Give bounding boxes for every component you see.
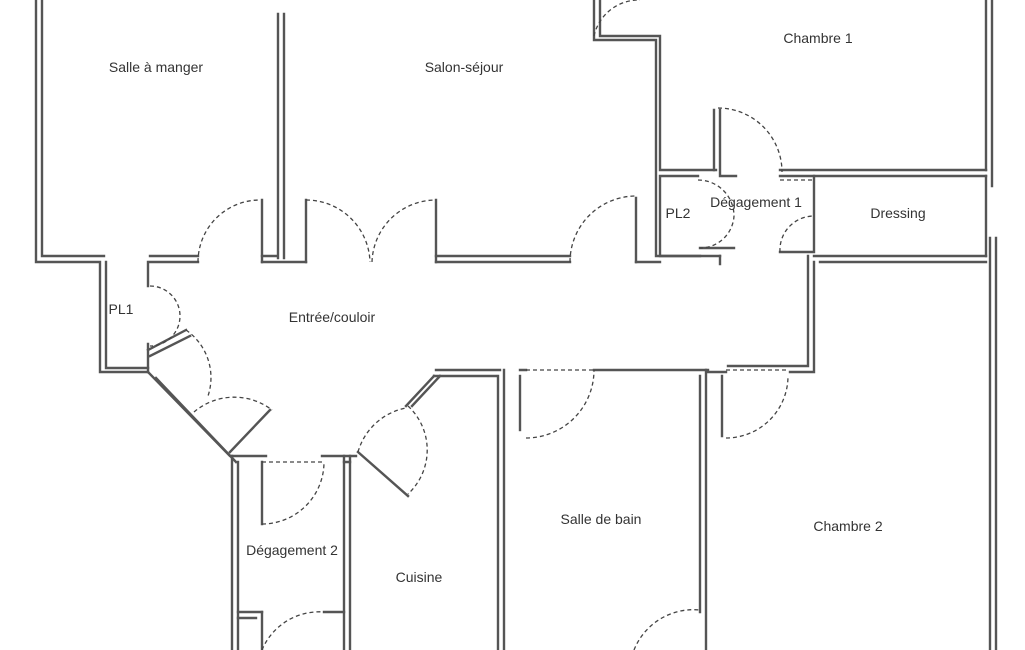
wall-deg2-top [320, 454, 358, 464]
door-arc-dining [197, 199, 261, 263]
door-swings [149, 0, 815, 650]
room-label-pl1: PL1 [109, 301, 134, 317]
door-arc-living-right [371, 199, 437, 263]
door-arc-kitchen [357, 405, 428, 495]
wall-dining-left [34, 0, 150, 374]
door-arc-chambre2 [725, 375, 789, 439]
door-arc-pl1 [149, 285, 181, 347]
door-arc-deg2 [261, 461, 325, 525]
room-label-entree-couloir: Entrée/couloir [289, 309, 376, 325]
room-label-degagement-2: Dégagement 2 [246, 542, 338, 558]
wall-pl1-inner [104, 260, 150, 370]
wall-living-chambre1-inner [598, 0, 718, 172]
room-label-dressing: Dressing [870, 205, 925, 221]
wall-chambre1-bottom-right [778, 168, 988, 178]
door-arc-bath-bottom [633, 609, 701, 650]
wall-dining-living-partition [276, 12, 286, 260]
wall-chambre2-right [988, 236, 998, 650]
wall-bath-right [698, 368, 708, 650]
wall-pl2-right [698, 246, 736, 266]
wall-deg2-right [342, 454, 352, 650]
wall-corridor-right [726, 254, 816, 374]
door-arc-living-3 [569, 195, 637, 263]
wall-living-chambre1 [592, 0, 722, 258]
door-arc-entry [185, 329, 273, 413]
room-label-cuisine: Cuisine [396, 569, 443, 585]
wall-corridor-bottom [432, 368, 502, 378]
door-arc-bath [525, 369, 595, 439]
wall-bath-left [496, 368, 506, 650]
room-label-pl2: PL2 [666, 205, 691, 221]
wall-kitchen-door-leaf [356, 450, 410, 498]
wall-diagonal-door [146, 328, 192, 358]
room-label-degagement-1: Dégagement 1 [710, 194, 802, 210]
door-arc-chambre1-top [593, 0, 640, 37]
door-arc-living-left [305, 199, 371, 263]
door-arc-deg2-bottom [261, 611, 325, 650]
wall-diagonal-left [146, 370, 268, 464]
door-arc-pl2 [697, 179, 735, 249]
room-label-chambre-1: Chambre 1 [783, 30, 852, 46]
wall-chambre1-right [984, 0, 994, 188]
room-labels: Salle à manger Salon-séjour Chambre 1 PL… [109, 30, 926, 585]
wall-pl2 [658, 174, 702, 258]
wall-dining-inner [40, 0, 106, 258]
room-label-salle-de-bain: Salle de bain [561, 511, 642, 527]
wall-deg2-left [230, 454, 240, 650]
room-label-salle-a-manger: Salle à manger [109, 59, 204, 75]
room-label-chambre-2: Chambre 2 [813, 518, 882, 534]
wall-dressing-left [778, 174, 816, 254]
wall-dressing-bottom [812, 254, 988, 264]
door-arc-chambre1 [717, 107, 783, 173]
wall-chambre1-bottom [712, 108, 738, 178]
door-opening-lines [262, 369, 788, 463]
wall-chambre2-left [706, 370, 728, 438]
door-arc-dressing [779, 179, 815, 253]
walls [34, 0, 998, 650]
room-label-salon-sejour: Salon-séjour [425, 59, 504, 75]
wall-deg2-bottom [236, 610, 346, 620]
wall-living-bottom [434, 254, 572, 264]
wall-kitchen-diagonal [404, 374, 442, 408]
wall-entry-door-leaf [228, 408, 272, 454]
